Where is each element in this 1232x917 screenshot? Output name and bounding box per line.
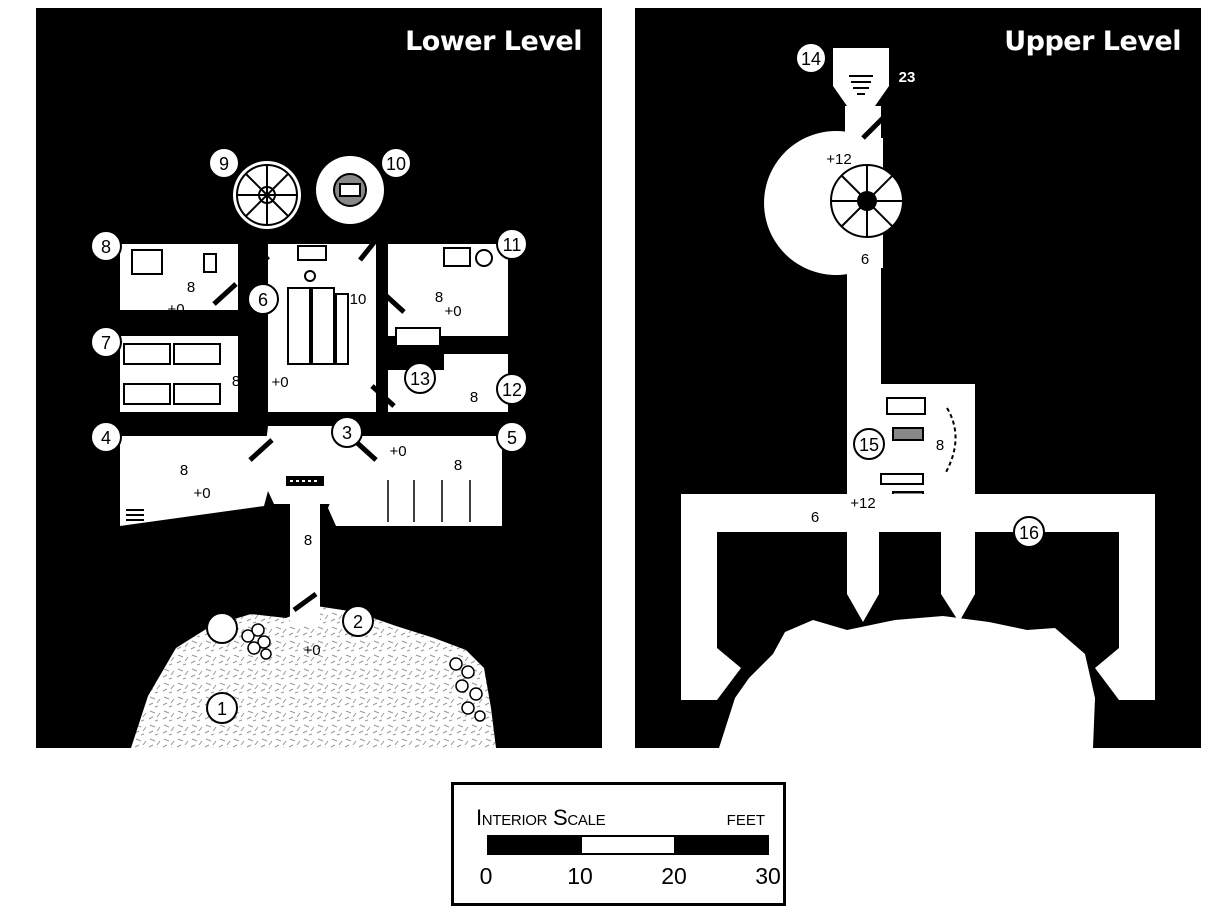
key-markers [795,42,1045,548]
key-2: 2 [353,612,363,632]
elev-c: 6 [861,251,869,268]
elev-b: +12 [826,151,851,168]
wheel-icon [236,164,298,226]
elev-f: 6 [811,509,819,526]
upper-level-map: 14 15 16 23 +12 6 8 +12 6 Upper Level [635,8,1201,748]
elev-e: +0 [444,303,461,320]
table [311,287,335,365]
elev-d: 8 [936,437,944,454]
scale-tick: 30 [755,863,781,889]
room-3-gate [262,426,348,504]
key-10: 10 [386,154,406,174]
key-5: 5 [507,428,517,448]
key-16: 16 [1019,523,1039,543]
elev-m: 8 [304,532,312,549]
key-9: 9 [219,154,229,174]
elev-g: +0 [271,374,288,391]
room-4 [120,436,272,526]
scale-tick: 0 [479,863,493,889]
table [287,287,311,365]
key-8: 8 [101,237,111,257]
elev-k: +0 [389,443,406,460]
scale-tick: 20 [661,863,687,889]
cave-area [719,616,1095,748]
entry-corridor [290,504,320,624]
key-14: 14 [801,49,821,69]
key-4: 4 [101,428,111,448]
elev-c: 10 [350,291,367,308]
elev-f: 8 [232,373,240,390]
room-5 [328,436,502,526]
scale-bar [487,835,769,855]
elev-i: 8 [180,462,188,479]
key-13: 13 [410,369,430,389]
key-15: 15 [859,435,879,455]
elev-h: 8 [470,389,478,406]
key-11: 11 [503,235,522,255]
fireplace-icon [297,245,327,261]
key-markers [90,147,528,644]
lower-level-plan: 1 2 3 4 5 6 7 8 9 10 11 12 13 1 8 +0 10 … [36,8,602,748]
upper-level-plan: 14 15 16 23 +12 6 8 +12 6 [635,8,1201,748]
key-1-label: 1 [217,699,227,719]
door [292,591,318,613]
elev-b: +0 [167,301,184,318]
elev-a: 8 [187,279,195,296]
key-7: 7 [101,333,111,353]
bunk-icons [123,343,221,405]
scale-ticks: 0 10 20 30 [474,863,781,893]
elev-l: 8 [454,457,462,474]
scale-unit: feet [726,805,765,830]
key-3: 3 [342,423,352,443]
lower-level-title: Lower Level [405,26,582,57]
fungus-cluster [241,623,272,660]
elev-d: 8 [435,289,443,306]
scale-tick: 10 [567,863,593,889]
scale-segment [581,837,675,853]
interior-scale-legend: Interior Scale feet 0 10 20 30 [451,782,786,906]
lower-level-map: 1 2 3 4 5 6 7 8 9 10 11 12 13 1 8 +0 10 … [36,8,602,748]
scale-segment [489,837,582,853]
bench [335,293,349,365]
table [395,327,441,347]
pillar-row [387,480,471,522]
upper-level-title: Upper Level [1004,26,1181,57]
scale-title: Interior Scale [476,805,606,830]
fungus-cluster [449,657,486,722]
scale-segment [674,837,768,853]
elev-j: +0 [193,485,210,502]
key-12: 12 [502,380,522,400]
north-corridor [847,266,881,494]
doors [212,238,406,462]
elev-n: +0 [303,642,320,659]
elev-e: +12 [850,495,875,512]
bed-icon [131,249,163,275]
elev-a: 23 [899,69,916,86]
key-6: 6 [258,290,268,310]
stairs-icon [126,509,144,521]
room-16-gallery [681,494,1155,700]
